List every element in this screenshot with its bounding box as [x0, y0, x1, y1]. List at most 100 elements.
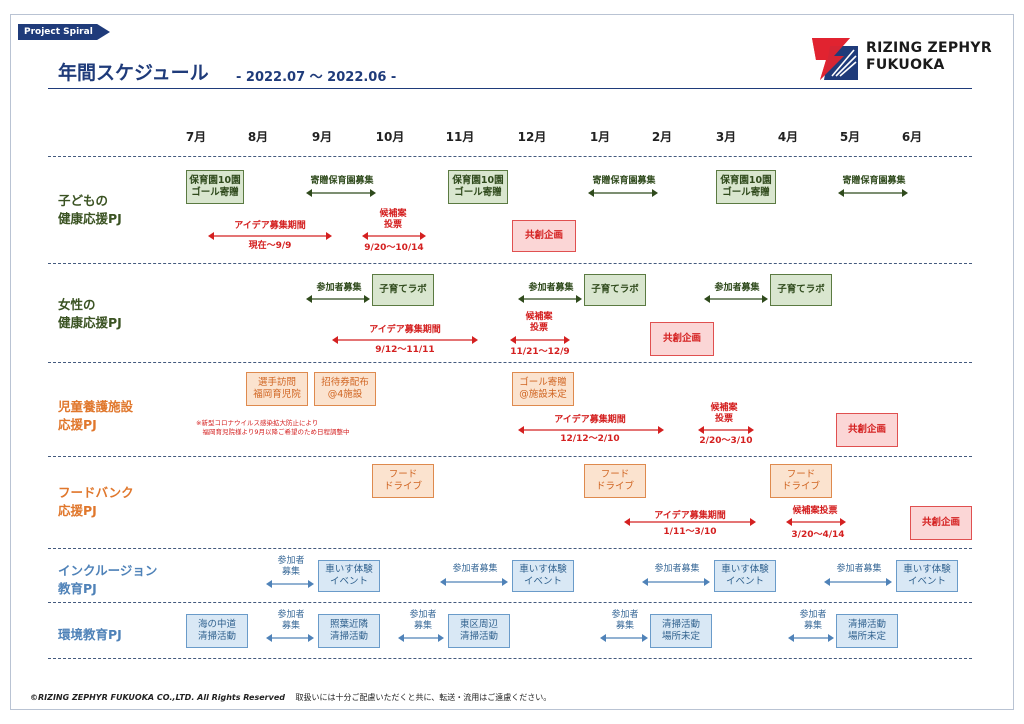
red-double-arrow-icon — [786, 518, 846, 526]
double-arrow-icon — [306, 189, 376, 197]
brand-line-1: RIZING ZEPHYR — [866, 40, 992, 56]
recruit-label: 寄贈保育園募集 — [842, 176, 906, 186]
footer: ©RIZING ZEPHYR FUKUOKA CO.,LTD. All Righ… — [30, 692, 551, 703]
month-label: 12月 — [517, 130, 547, 144]
parenting-lab-box: 子育てラボ — [770, 274, 832, 306]
food-drive-box: フード ドライブ — [584, 464, 646, 498]
recruit-label: 参加者募集 — [654, 564, 700, 574]
blue-double-arrow-icon — [642, 578, 710, 586]
food-drive-box: フード ドライブ — [770, 464, 832, 498]
row-divider — [48, 658, 972, 659]
recruit-label: 参加者募集 — [836, 564, 882, 574]
page-frame — [10, 14, 1014, 710]
recruit-label: 参加者 募集 — [409, 610, 437, 631]
row-divider — [48, 156, 972, 157]
idea-period-date: 12/12〜2/10 — [560, 434, 620, 444]
idea-period-label: アイデア募集期間 — [654, 511, 726, 521]
recruit-label: 参加者募集 — [714, 283, 760, 293]
recruit-label: 参加者募集 — [316, 283, 362, 293]
co-creation-box: 共創企画 — [650, 322, 714, 356]
month-label: 3月 — [715, 130, 737, 144]
cleanup-box: 清掃活動 場所未定 — [836, 614, 898, 648]
red-double-arrow-icon — [510, 336, 570, 344]
header-divider — [48, 88, 972, 89]
blue-double-arrow-icon — [440, 578, 508, 586]
row-divider — [48, 456, 972, 457]
parenting-lab-box: 子育てラボ — [584, 274, 646, 306]
month-label: 2月 — [651, 130, 673, 144]
wheelchair-event-box: 車いす体験 イベント — [318, 560, 380, 592]
red-double-arrow-icon — [698, 426, 754, 434]
recruit-label: 参加者 募集 — [611, 610, 639, 631]
wheelchair-event-box: 車いす体験 イベント — [896, 560, 958, 592]
recruit-label: 寄贈保育園募集 — [310, 176, 374, 186]
wheelchair-event-box: 車いす体験 イベント — [714, 560, 776, 592]
month-label: 7月 — [185, 130, 207, 144]
recruit-label: 参加者募集 — [528, 283, 574, 293]
red-double-arrow-icon — [518, 426, 664, 434]
recruit-label: 寄贈保育園募集 — [592, 176, 656, 186]
month-label: 5月 — [839, 130, 861, 144]
cleanup-box: 照葉近隣 清掃活動 — [318, 614, 380, 648]
row-label-food: フードバンク 応援PJ — [58, 485, 134, 518]
co-creation-box: 共創企画 — [512, 220, 576, 252]
red-double-arrow-icon — [362, 232, 426, 240]
brand-name: RIZING ZEPHYR FUKUOKA — [866, 40, 992, 74]
period-label: - 2022.07 〜 2022.06 - — [236, 70, 397, 85]
double-arrow-icon — [704, 295, 768, 303]
vote-date: 11/21〜12/9 — [510, 347, 570, 357]
row-divider — [48, 602, 972, 603]
double-arrow-icon — [588, 189, 658, 197]
idea-period-date: 9/12〜11/11 — [375, 345, 435, 355]
idea-period-date: 現在〜9/9 — [248, 241, 292, 251]
goal-donation-box: ゴール寄贈 @施設未定 — [512, 372, 574, 406]
vote-label: 候補案 投票 — [710, 403, 738, 424]
blue-double-arrow-icon — [824, 578, 892, 586]
cleanup-box: 東区周辺 清掃活動 — [448, 614, 510, 648]
double-arrow-icon — [306, 295, 370, 303]
vote-label: 候補案投票 — [792, 506, 838, 516]
goal-donation-box: 保育園10園 ゴール寄贈 — [716, 170, 776, 204]
recruit-label: 参加者募集 — [452, 564, 498, 574]
month-label: 1月 — [589, 130, 611, 144]
row-divider — [48, 548, 972, 549]
goal-donation-box: 保育園10園 ゴール寄贈 — [448, 170, 508, 204]
vote-label: 候補案 投票 — [525, 312, 553, 333]
row-divider — [48, 362, 972, 363]
goal-donation-box: 保育園10園 ゴール寄贈 — [186, 170, 244, 204]
blue-double-arrow-icon — [266, 634, 314, 642]
month-label: 6月 — [901, 130, 923, 144]
row-label-kankyo: 環境教育PJ — [58, 627, 122, 642]
ticket-distribution-box: 招待券配布 @4施設 — [314, 372, 376, 406]
idea-period-label: アイデア募集期間 — [554, 415, 626, 425]
blue-double-arrow-icon — [788, 634, 834, 642]
idea-period-date: 1/11〜3/10 — [663, 527, 717, 537]
blue-double-arrow-icon — [266, 580, 314, 588]
cleanup-box: 海の中道 清掃活動 — [186, 614, 248, 648]
row-label-josei: 女性の 健康応援PJ — [58, 297, 122, 330]
vote-label: 候補案 投票 — [379, 209, 407, 230]
brand-line-2: FUKUOKA — [866, 57, 945, 73]
project-tag: Project Spiral — [18, 24, 110, 40]
row-label-jido: 児童養護施設 応援PJ — [58, 399, 134, 432]
month-label: 10月 — [375, 130, 405, 144]
month-label: 8月 — [247, 130, 269, 144]
month-label: 9月 — [311, 130, 333, 144]
usage-notice: 取扱いには十分ご配慮いただくと共に、転送・流用はご遠慮ください。 — [295, 693, 552, 702]
recruit-label: 参加者 募集 — [277, 610, 305, 631]
vote-date: 9/20〜10/14 — [364, 243, 424, 253]
cleanup-box: 清掃活動 場所未定 — [650, 614, 712, 648]
row-divider — [48, 263, 972, 264]
red-double-arrow-icon — [208, 232, 332, 240]
double-arrow-icon — [518, 295, 582, 303]
copyright: ©RIZING ZEPHYR FUKUOKA CO.,LTD. All Righ… — [30, 693, 285, 702]
month-label: 11月 — [445, 130, 475, 144]
co-creation-box: 共創企画 — [910, 506, 972, 540]
team-logo-icon — [812, 38, 858, 80]
red-double-arrow-icon — [332, 336, 478, 344]
recruit-label: 参加者 募集 — [277, 556, 305, 577]
row-label-inclusion: インクルージョン 教育PJ — [58, 563, 158, 596]
idea-period-label: アイデア募集期間 — [369, 325, 441, 335]
wheelchair-event-box: 車いす体験 イベント — [512, 560, 574, 592]
red-double-arrow-icon — [624, 518, 756, 526]
